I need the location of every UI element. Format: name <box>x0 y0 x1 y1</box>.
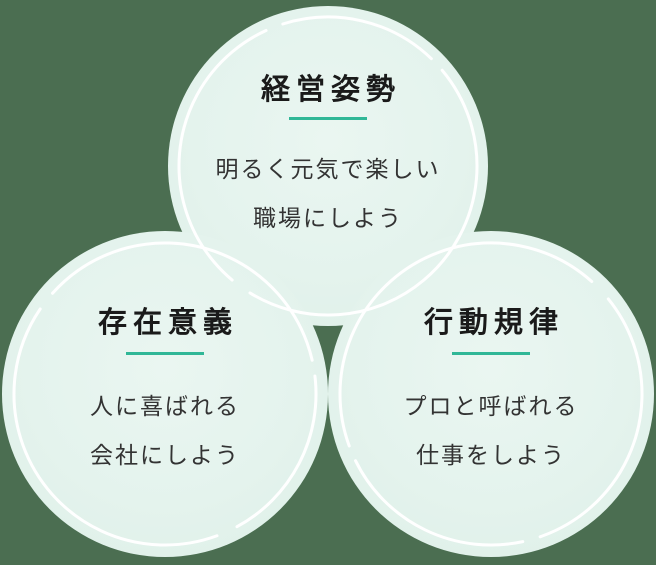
circle-title: 行動規律 <box>423 307 564 339</box>
title-underline <box>289 117 367 120</box>
body-line-2: 仕事をしよう <box>416 443 566 469</box>
title-underline <box>126 352 204 355</box>
circle-title: 存在意義 <box>97 307 238 339</box>
body-line-1: プロと呼ばれる <box>403 394 579 420</box>
body-line-1: 明るく元気で楽しい <box>215 157 441 183</box>
body-line-2: 会社にしよう <box>90 443 240 469</box>
body-line-2: 職場にしよう <box>253 206 403 232</box>
body-line-1: 人に喜ばれる <box>90 394 240 420</box>
circle-code-of-conduct: 行動規律 プロと呼ばれる 仕事をしよう <box>328 231 654 557</box>
circle-body: 人に喜ばれる 会社にしよう <box>90 383 240 481</box>
circle-title: 経営姿勢 <box>260 74 401 106</box>
circle-body: プロと呼ばれる 仕事をしよう <box>404 383 579 481</box>
title-underline <box>452 352 530 355</box>
circle-raison-detre: 存在意義 人に喜ばれる 会社にしよう <box>2 231 328 557</box>
circle-body: 明るく元気で楽しい 職場にしよう <box>216 146 441 244</box>
